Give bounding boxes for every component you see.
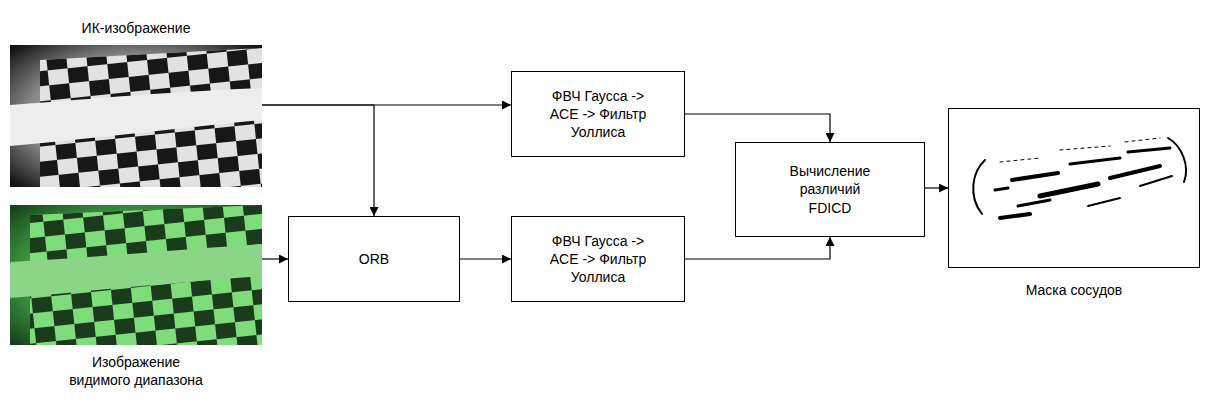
flow-arrow bbox=[262, 105, 374, 216]
vessel bbox=[1140, 176, 1172, 186]
vessel bbox=[1000, 214, 1030, 218]
flow-arrow bbox=[685, 114, 830, 142]
vessel bbox=[1040, 184, 1098, 196]
process-box: ФВЧ Гаусса -> ACE -> Фильтр Уоллиса bbox=[511, 71, 685, 157]
vessel bbox=[1110, 166, 1160, 178]
mask-ground bbox=[949, 109, 1199, 267]
vessel bbox=[1088, 198, 1120, 206]
box-label: ФВЧ Гаусса -> ACE -> Фильтр Уоллиса bbox=[539, 87, 657, 142]
ir-photo bbox=[10, 45, 262, 187]
flow-arrow bbox=[685, 237, 830, 259]
result-frame: Маска сосудов bbox=[948, 108, 1200, 268]
photo-ground bbox=[10, 205, 262, 345]
image-caption: ИК-изображение bbox=[82, 19, 191, 37]
flow-arrow bbox=[925, 187, 948, 188]
vessel bbox=[1018, 200, 1050, 206]
vessel bbox=[995, 188, 1008, 190]
photo-frame: ИК-изображение bbox=[10, 45, 262, 187]
vessel-mask bbox=[949, 109, 1199, 267]
photo-ground bbox=[10, 45, 262, 187]
arm bbox=[10, 88, 262, 146]
vessel bbox=[1128, 148, 1170, 152]
flow-arrow bbox=[262, 258, 288, 259]
process-box: ORB bbox=[288, 216, 460, 302]
vessel bbox=[1070, 158, 1120, 164]
flow-arrow bbox=[460, 258, 511, 259]
visible-photo bbox=[10, 205, 262, 345]
vessel bbox=[1012, 173, 1058, 180]
photo-frame: Изображение видимого диапазона bbox=[10, 205, 262, 345]
image-caption: Маска сосудов bbox=[1026, 281, 1123, 299]
process-box: ФВЧ Гаусса -> ACE -> Фильтр Уоллиса bbox=[511, 216, 685, 302]
box-label: ORB bbox=[359, 250, 389, 268]
box-label: Вычисление различий FDICD bbox=[782, 162, 878, 217]
arm bbox=[10, 244, 262, 298]
box-label: ФВЧ Гаусса -> ACE -> Фильтр Уоллиса bbox=[539, 232, 657, 287]
arm-outline bbox=[973, 160, 985, 214]
image-caption: Изображение видимого диапазона bbox=[61, 353, 211, 389]
process-box: Вычисление различий FDICD bbox=[735, 142, 925, 237]
